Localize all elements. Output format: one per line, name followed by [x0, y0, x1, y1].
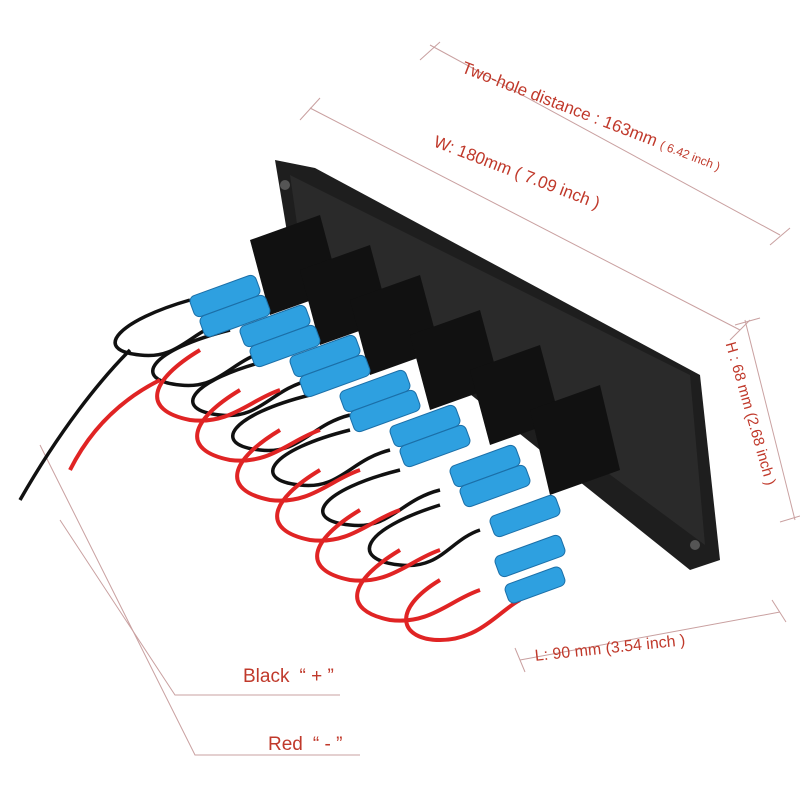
dimension-lines: [39, 41, 800, 756]
red-wire-sign: “ - ”: [312, 734, 343, 755]
black-wires: [18, 298, 481, 568]
red-wire-legend: Red “ - ”: [268, 734, 342, 756]
black-wire-legend: Black “ + ”: [243, 666, 334, 688]
blue-terminals: [189, 274, 566, 604]
red-wires: [68, 348, 521, 643]
switch-housings: [250, 215, 620, 495]
red-wire-name: Red: [268, 734, 303, 755]
black-wire-sign: “ + ”: [299, 666, 334, 687]
black-wire-name: Black: [243, 666, 290, 687]
